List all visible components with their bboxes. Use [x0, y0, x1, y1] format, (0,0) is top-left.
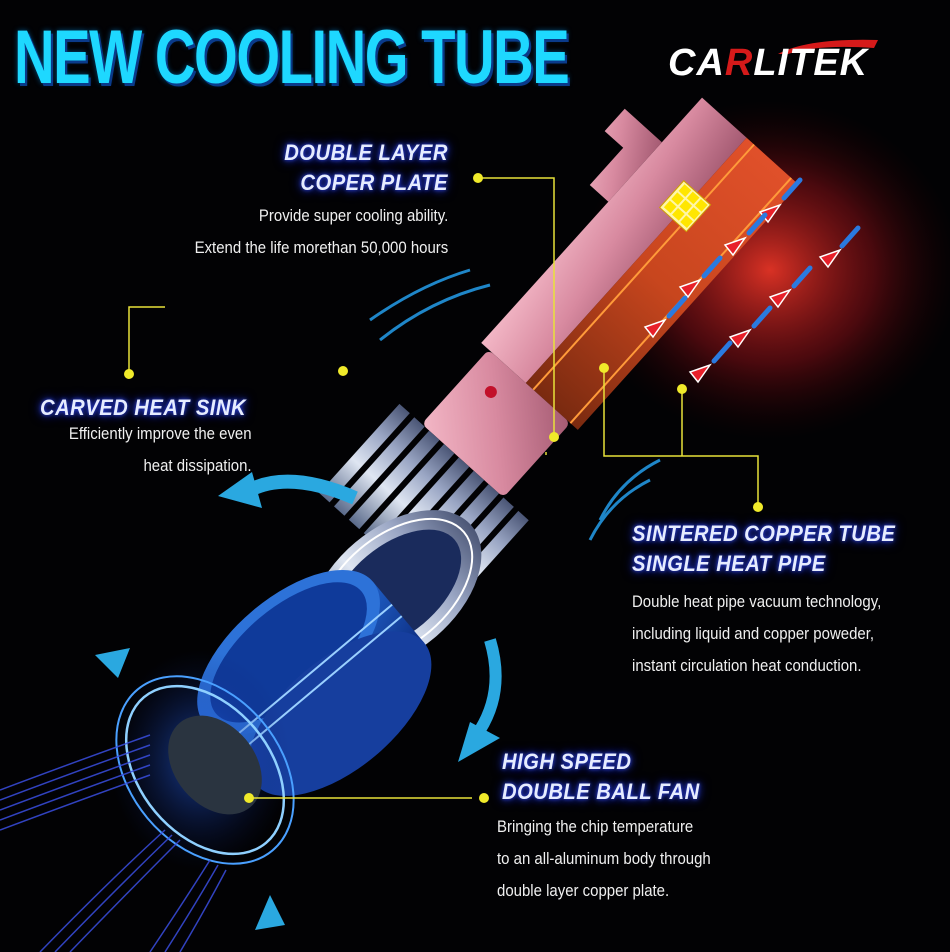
callout-description-copper-tube: Double heat pipe vacuum technology, incl… — [632, 592, 882, 675]
brand-name: CARLITEK — [668, 42, 869, 84]
page-title: NEW COOLING TUBE — [14, 15, 570, 100]
leader-dots — [124, 173, 763, 803]
bulb-body — [319, 97, 799, 610]
led-chip-icon — [658, 180, 712, 233]
fan-housing — [197, 570, 432, 796]
callout-heading-copper-tube: SINTERED COPPER TUBE SINGLE HEAT PIPE — [632, 521, 896, 576]
callout-description-fan: Bringing the chip temperature to an all-… — [497, 817, 711, 900]
callout-description-copper-plate: Provide super cooling ability. Extend th… — [194, 206, 448, 257]
rotation-arrows — [95, 472, 502, 930]
brand-logo: CARLITEK — [668, 38, 878, 88]
logo-swoosh-icon — [778, 39, 878, 54]
callout-heading-heat-sink: CARVED HEAT SINK — [40, 395, 247, 420]
callout-heading-copper-plate: DOUBLE LAYER COPER PLATE — [284, 140, 448, 195]
callout-description-heat-sink: Efficiently improve the even heat dissip… — [69, 424, 252, 475]
leader-lines — [128, 177, 759, 799]
callout-heading-fan: HIGH SPEED DOUBLE BALL FAN — [502, 749, 700, 804]
fan-icon — [110, 650, 295, 870]
airflow-streaks — [0, 734, 227, 952]
heat-flow-arrows — [643, 177, 861, 384]
airflow-arcs — [369, 268, 661, 541]
